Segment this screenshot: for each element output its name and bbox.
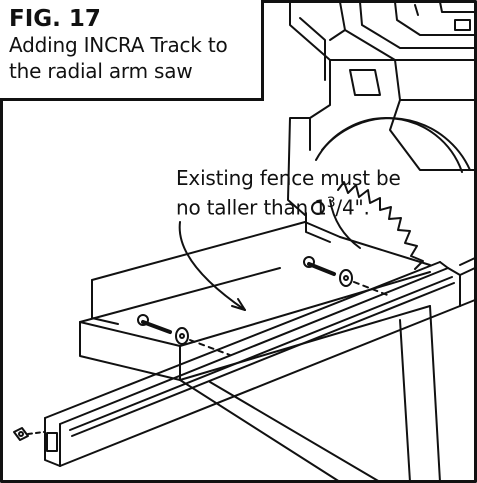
figure-caption-line-2: the radial arm saw — [9, 59, 193, 83]
saw-blade — [315, 117, 471, 270]
figure-title-box: FIG. 17 Adding INCRA Track to the radial… — [0, 0, 264, 101]
note-fraction-rest: /4". — [335, 195, 370, 220]
figure-number: FIG. 17 — [9, 6, 101, 32]
table-base — [179, 305, 441, 483]
track-end-cap — [46, 432, 58, 452]
carriage-bolt-top — [311, 201, 325, 215]
leader-arrow — [178, 221, 246, 311]
saw-motor-housing — [287, 1, 476, 216]
incra-track — [44, 257, 476, 467]
note-line-2-prefix: no taller than 1 — [176, 195, 327, 220]
figure-caption-line-1: Adding INCRA Track to — [9, 33, 228, 57]
note-line-2: no taller than 13/4". — [176, 191, 401, 221]
screw-washer-rear — [303, 256, 391, 297]
end-screw — [13, 427, 45, 441]
fence-height-note: Existing fence must be no taller than 13… — [176, 166, 401, 221]
screw-washer-front — [137, 314, 231, 356]
note-fraction-numerator: 3 — [326, 195, 336, 211]
note-line-1: Existing fence must be — [176, 166, 401, 190]
